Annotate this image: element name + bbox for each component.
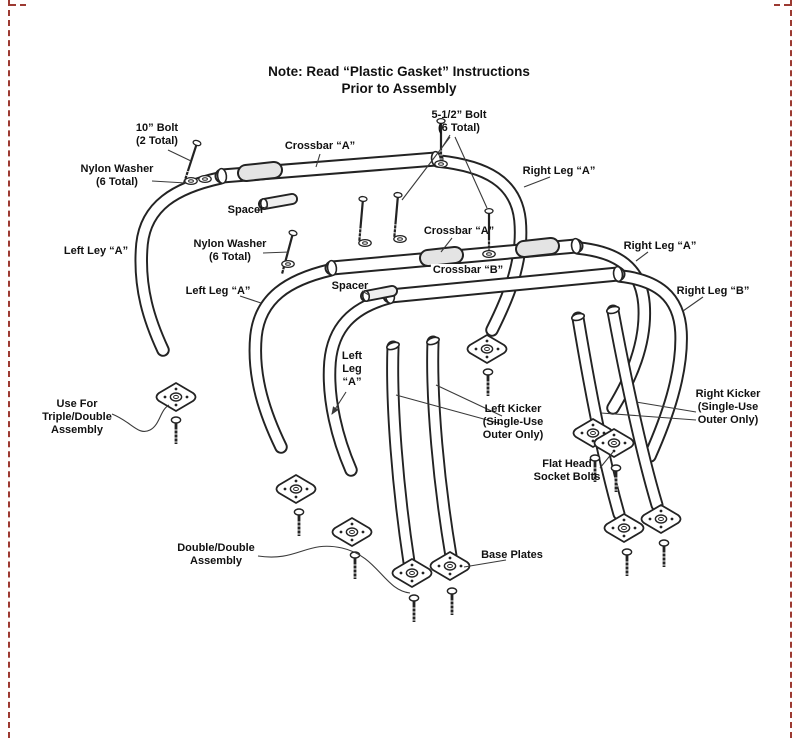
label-crossbar-b: Crossbar “B” [430,264,506,277]
left-leg-a-mid-tube [248,263,337,454]
spacer-top-part [258,193,298,210]
label-nylon-washer-top: Nylon Washer (6 Total) [80,163,154,188]
label-flat-head-socket-bolts: Flat Head Socket Bolts [533,458,601,483]
label-right-kicker: Right Kicker (Single-Use Outer Only) [695,388,761,426]
label-spacer-mid: Spacer [331,280,369,292]
top-left-crop-dash [10,4,26,6]
right-leg-a-top-tube [431,154,528,337]
label-10-bolt: 10” Bolt (2 Total) [135,122,179,147]
leader-lines [111,134,704,594]
label-crossbar-a-mid: Crossbar “A” [423,225,495,237]
right-kicker-tubes [570,304,664,521]
label-use-for-triple-double: Use For Triple/Double Assembly [42,398,112,436]
label-left-kicker: Left Kicker (Single-Use Outer Only) [482,403,544,441]
note-text: Note: Read “Plastic Gasket” Instructions… [268,64,530,96]
left-kicker-tubes [386,335,458,569]
label-nylon-washer-mid: Nylon Washer (6 Total) [193,238,267,263]
left-ley-a-tube [134,171,227,357]
spacer-mid-part [360,285,398,302]
right-leg-b-tube [613,269,688,463]
crossbar-a-top-tube [214,150,444,185]
left-leg-a-inner-tube [322,291,395,477]
label-left-ley-a: Left Ley “A” [63,245,129,257]
left-crop-mark [8,0,10,738]
right-crop-mark [790,0,792,738]
label-double-double-assembly: Double/Double Assembly [177,542,255,567]
label-right-leg-b: Right Leg “B” [676,285,750,297]
top-right-crop-dash [774,4,790,6]
label-crossbar-a-top: Crossbar “A” [284,140,356,152]
crossbar-a-mid-tube [324,237,584,277]
label-5-half-bolt: 5-1/2” Bolt (6 Total) [431,109,487,134]
label-left-leg-a-stacked: Left Leg “A” [341,350,363,388]
label-right-leg-a-mid: Right Leg “A” [623,240,697,252]
label-spacer-top: Spacer [227,204,265,216]
label-left-leg-a-mid: Left Leg “A” [185,285,251,297]
label-base-plates: Base Plates [481,549,543,561]
label-right-leg-a-top: Right Leg “A” [522,165,596,177]
